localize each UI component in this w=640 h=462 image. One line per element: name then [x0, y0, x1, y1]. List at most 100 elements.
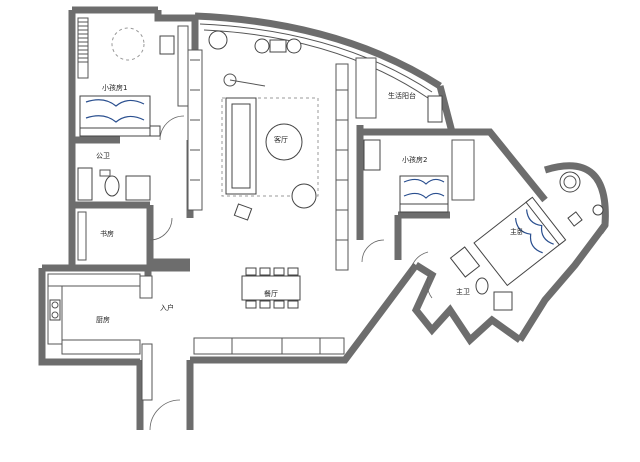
- living-right-cabinet-hatch: [336, 89, 348, 241]
- toilet-public-bath: [104, 175, 120, 197]
- wall-curve-living: [194, 12, 442, 89]
- bed-master-headboard: [525, 196, 567, 246]
- dining-chair-bottom-1: [245, 300, 257, 309]
- room-label-kitchen: 厨房: [96, 315, 110, 324]
- wall-curve-inner2: [203, 29, 429, 99]
- floor-lamp-arm: [229, 79, 266, 87]
- bed-kids1-headboard: [79, 127, 151, 137]
- room-label-master-bedroom: 主卧: [510, 227, 524, 236]
- wall-master-bottom: [411, 262, 523, 346]
- master-bath-shower: [493, 291, 513, 311]
- door-kids2: [361, 239, 385, 263]
- balcony-table: [269, 39, 287, 53]
- door-swings: [149, 115, 429, 277]
- room-label-study: 书房: [100, 229, 114, 238]
- kids-room-1: 小孩房1: [77, 17, 189, 137]
- kitchen-counter-top: [47, 273, 141, 287]
- room-label-kids-room-2: 小孩房2: [402, 155, 427, 164]
- master-bath-toilet: [475, 277, 489, 295]
- tv-cabinet: [187, 49, 203, 211]
- room-label-entrance: 入户: [160, 303, 174, 312]
- dining-chair-top-3: [273, 267, 285, 276]
- round-rug-kids1: [111, 27, 145, 61]
- master-lounge-chair-inner: [563, 175, 577, 189]
- wall-curve-inner: [199, 23, 433, 93]
- living-rug: [221, 97, 319, 197]
- sofa-seat: [231, 103, 251, 189]
- dining-chair-top-4: [287, 267, 299, 276]
- wall-master-right: [517, 222, 608, 342]
- door-kids1: [159, 115, 185, 141]
- stove-burner-2: [51, 311, 59, 319]
- nightstand-kids1: [149, 125, 161, 137]
- washing-machine: [427, 95, 443, 123]
- dining-chair-bottom-4: [287, 300, 299, 309]
- wall-living-right-lower: [190, 262, 419, 364]
- balcony-chair-1: [254, 38, 270, 54]
- wardrobe-kids2: [451, 139, 475, 201]
- room-label-service-balcony: 生活阳台: [388, 91, 416, 100]
- side-stool: [233, 203, 253, 221]
- wall-master-bay: [543, 162, 609, 235]
- shelf-kids1-right: [177, 25, 189, 107]
- coffee-table: [265, 123, 303, 161]
- armchair: [291, 183, 317, 209]
- door-master: [409, 251, 429, 277]
- living-room: 客厅: [187, 30, 349, 271]
- desk-kids2: [363, 139, 381, 171]
- kitchen: 厨房: [47, 273, 153, 355]
- plant-pot: [208, 30, 228, 50]
- bed-kids1-covers: [85, 99, 145, 123]
- wardrobe-kids1: [77, 17, 89, 79]
- shoe-cabinet: [141, 343, 153, 401]
- entrance-door: [149, 399, 181, 431]
- study: 书房: [77, 211, 114, 261]
- public-bath: 公卫: [77, 152, 151, 201]
- bed-master: [473, 197, 565, 287]
- dining-sideboard: [193, 337, 345, 355]
- master-nightstand: [567, 211, 583, 227]
- dining-chair-top-1: [245, 267, 257, 276]
- dining-chair-bottom-3: [273, 300, 285, 309]
- master-bath-vanity: [449, 246, 481, 278]
- entrance: 入户: [141, 303, 181, 431]
- bed-kids2-headboard: [399, 203, 449, 213]
- room-label-living-room: 客厅: [274, 135, 288, 144]
- floor-lamp: [223, 73, 237, 87]
- service-balcony: 生活阳台: [355, 57, 443, 123]
- master-bedroom: 主卧: [473, 171, 604, 287]
- vanity-public-bath: [77, 167, 93, 201]
- dining-room: 餐厅: [193, 267, 345, 355]
- balcony-chair-2: [286, 38, 302, 54]
- wall-kitchen-left: [38, 268, 140, 366]
- stove: [49, 299, 61, 321]
- master-bath: 主卫: [426, 246, 513, 311]
- shower-public-bath: [125, 175, 151, 201]
- balcony-cabinet: [355, 57, 377, 119]
- room-label-master-bath: 主卫: [456, 287, 470, 296]
- living-right-cabinet: [335, 63, 349, 271]
- room-label-public-bath: 公卫: [96, 152, 110, 160]
- wall-balcony-right: [436, 85, 456, 133]
- desk-kids1: [159, 35, 175, 55]
- stove-burner-1: [51, 301, 59, 309]
- wall-kids2-top: [360, 128, 548, 203]
- fridge: [139, 275, 153, 299]
- kids-room-2: 小孩房2: [363, 139, 475, 213]
- bed-kids2-covers: [403, 178, 445, 199]
- dining-sideboard-split: [231, 338, 321, 354]
- door-study: [149, 217, 173, 241]
- dining-chair-top-2: [259, 267, 271, 276]
- master-side-table: [592, 204, 604, 216]
- tv-cabinet-hatch: [190, 59, 200, 181]
- wardrobe-kids1-hatch: [78, 21, 88, 63]
- master-bath-door: [426, 271, 433, 299]
- dining-chair-bottom-2: [259, 300, 271, 309]
- bed-master-covers: [514, 209, 554, 254]
- room-label-dining-room: 餐厅: [264, 289, 278, 298]
- study-shelf: [77, 211, 87, 261]
- kitchen-counter-bottom: [61, 339, 141, 355]
- master-lounge-chair: [559, 171, 581, 193]
- sink-public-bath: [99, 169, 111, 177]
